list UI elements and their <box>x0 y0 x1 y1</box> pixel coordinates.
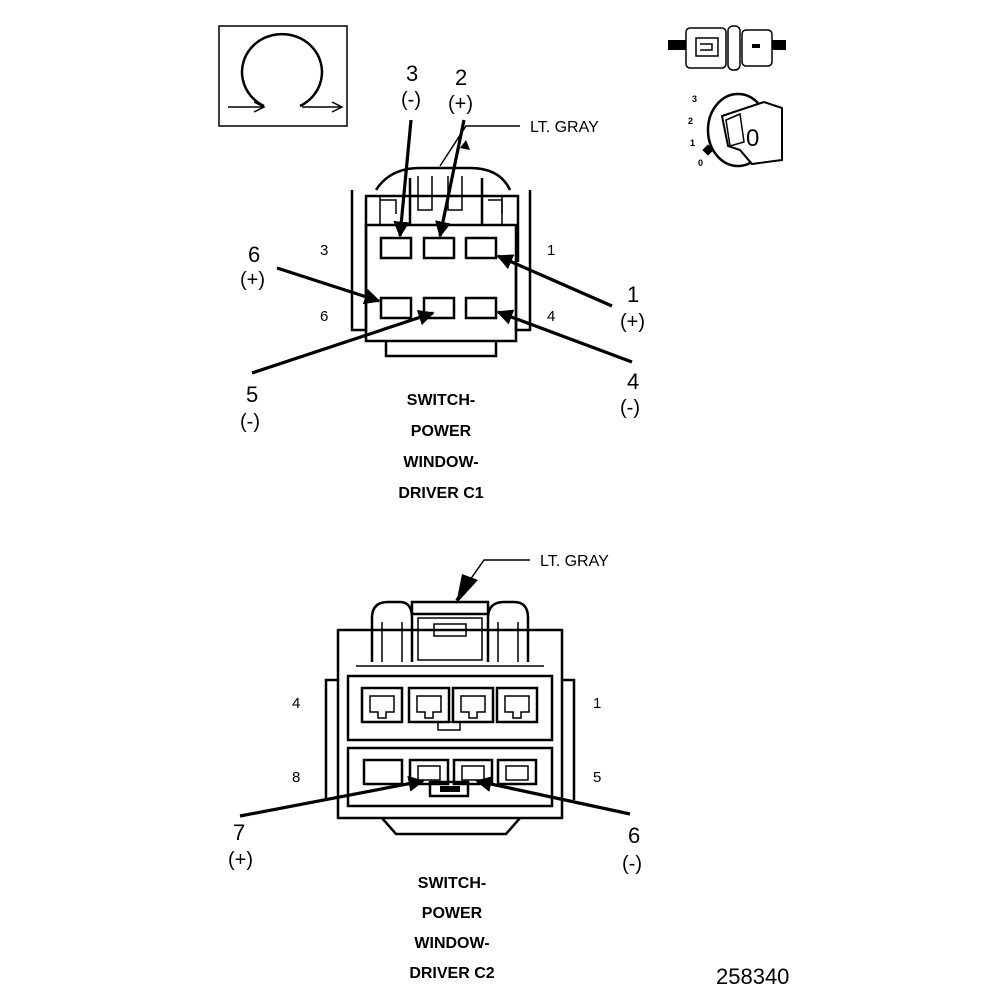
c1-title-line-3: WINDOW- <box>403 454 478 471</box>
c2-title-line-4: DRIVER C2 <box>409 965 494 982</box>
c1-title: SWITCH- POWER WINDOW- DRIVER C1 <box>398 392 483 502</box>
c1-callout-1-polarity: (+) <box>620 311 645 333</box>
c2-cavity-5 <box>496 758 538 786</box>
c1-side-label-1: 1 <box>547 242 555 259</box>
c2-cavity-4 <box>360 686 404 724</box>
c2-callout-6-polarity: (-) <box>622 853 642 875</box>
c1-side-label-6: 6 <box>320 308 328 325</box>
c2-side-label-4: 4 <box>292 695 300 712</box>
c1-arrow-4 <box>496 309 633 364</box>
c2-arrow-6 <box>475 776 631 816</box>
c1-callout-5-number: 5 <box>246 382 258 407</box>
c1-cavity-6 <box>379 296 413 320</box>
c2-cavity-8 <box>362 758 404 786</box>
c2-side-label-5: 5 <box>593 769 601 786</box>
connector-c1 <box>350 166 532 358</box>
connector-c2 <box>324 600 576 836</box>
c1-title-line-1: SWITCH- <box>407 392 475 409</box>
c2-cavity-2 <box>451 686 495 724</box>
c1-color-label: LT. GRAY <box>530 119 599 136</box>
c1-cavity-4 <box>464 296 498 320</box>
c1-cavity-3 <box>379 236 413 260</box>
c2-title-line-2: POWER <box>422 905 483 922</box>
c2-title-line-3: WINDOW- <box>414 935 489 952</box>
c2-callout-7-polarity: (+) <box>228 849 253 871</box>
c1-callout-6-polarity: (+) <box>240 269 265 291</box>
c1-side-label-3: 3 <box>320 242 328 259</box>
c1-color-leader <box>439 125 520 167</box>
c1-callout-2-number: 2 <box>455 65 467 90</box>
c1-cavity-2 <box>422 236 456 260</box>
c2-title: SWITCH- POWER WINDOW- DRIVER C2 <box>409 875 494 982</box>
c1-arrow-2 <box>435 119 466 238</box>
c1-callout-3-polarity: (-) <box>401 89 421 111</box>
view-direction-icon <box>218 25 348 127</box>
c2-side-label-8: 8 <box>292 769 300 786</box>
c2-arrow-7 <box>239 775 425 818</box>
c1-arrow-1 <box>496 254 613 308</box>
c2-callout-6-number: 6 <box>628 823 640 848</box>
c1-callout-3-number: 3 <box>406 61 418 86</box>
c1-side-label-4: 4 <box>547 308 555 325</box>
c2-color-label: LT. GRAY <box>540 553 609 570</box>
c1-cavity-5 <box>422 296 456 320</box>
c1-title-line-4: DRIVER C1 <box>398 485 483 502</box>
connector-plug-icon <box>668 25 786 71</box>
c1-cavity-1 <box>464 236 498 260</box>
c1-callout-4-polarity: (-) <box>620 397 640 419</box>
c2-side-label-1: 1 <box>593 695 601 712</box>
c1-callout-2-polarity: (+) <box>448 93 473 115</box>
c2-callout-7-number: 7 <box>233 820 245 845</box>
c1-callout-1-number: 1 <box>627 282 639 307</box>
c1-arrow-5 <box>251 309 435 375</box>
key-position-3: 3 <box>692 94 697 104</box>
key-position-1: 1 <box>690 138 695 148</box>
c2-cavity-3 <box>407 686 451 724</box>
c2-cavity-1 <box>495 686 539 724</box>
c1-title-line-2: POWER <box>411 423 472 440</box>
c1-arrow-6 <box>276 266 381 305</box>
c1-callout-6-number: 6 <box>248 242 260 267</box>
figure-number: 258340 <box>716 964 789 989</box>
c1-arrow-3 <box>393 119 413 238</box>
key-position-0: 0 <box>698 158 703 168</box>
c2-cavity-6 <box>452 758 494 786</box>
key-label: 0 <box>746 125 759 152</box>
c1-callout-5-polarity: (-) <box>240 411 260 433</box>
ignition-key-icon: 3 2 1 0 0 <box>688 92 783 168</box>
key-position-2: 2 <box>688 116 693 126</box>
c2-title-line-1: SWITCH- <box>418 875 486 892</box>
c1-callout-4-number: 4 <box>627 369 639 394</box>
